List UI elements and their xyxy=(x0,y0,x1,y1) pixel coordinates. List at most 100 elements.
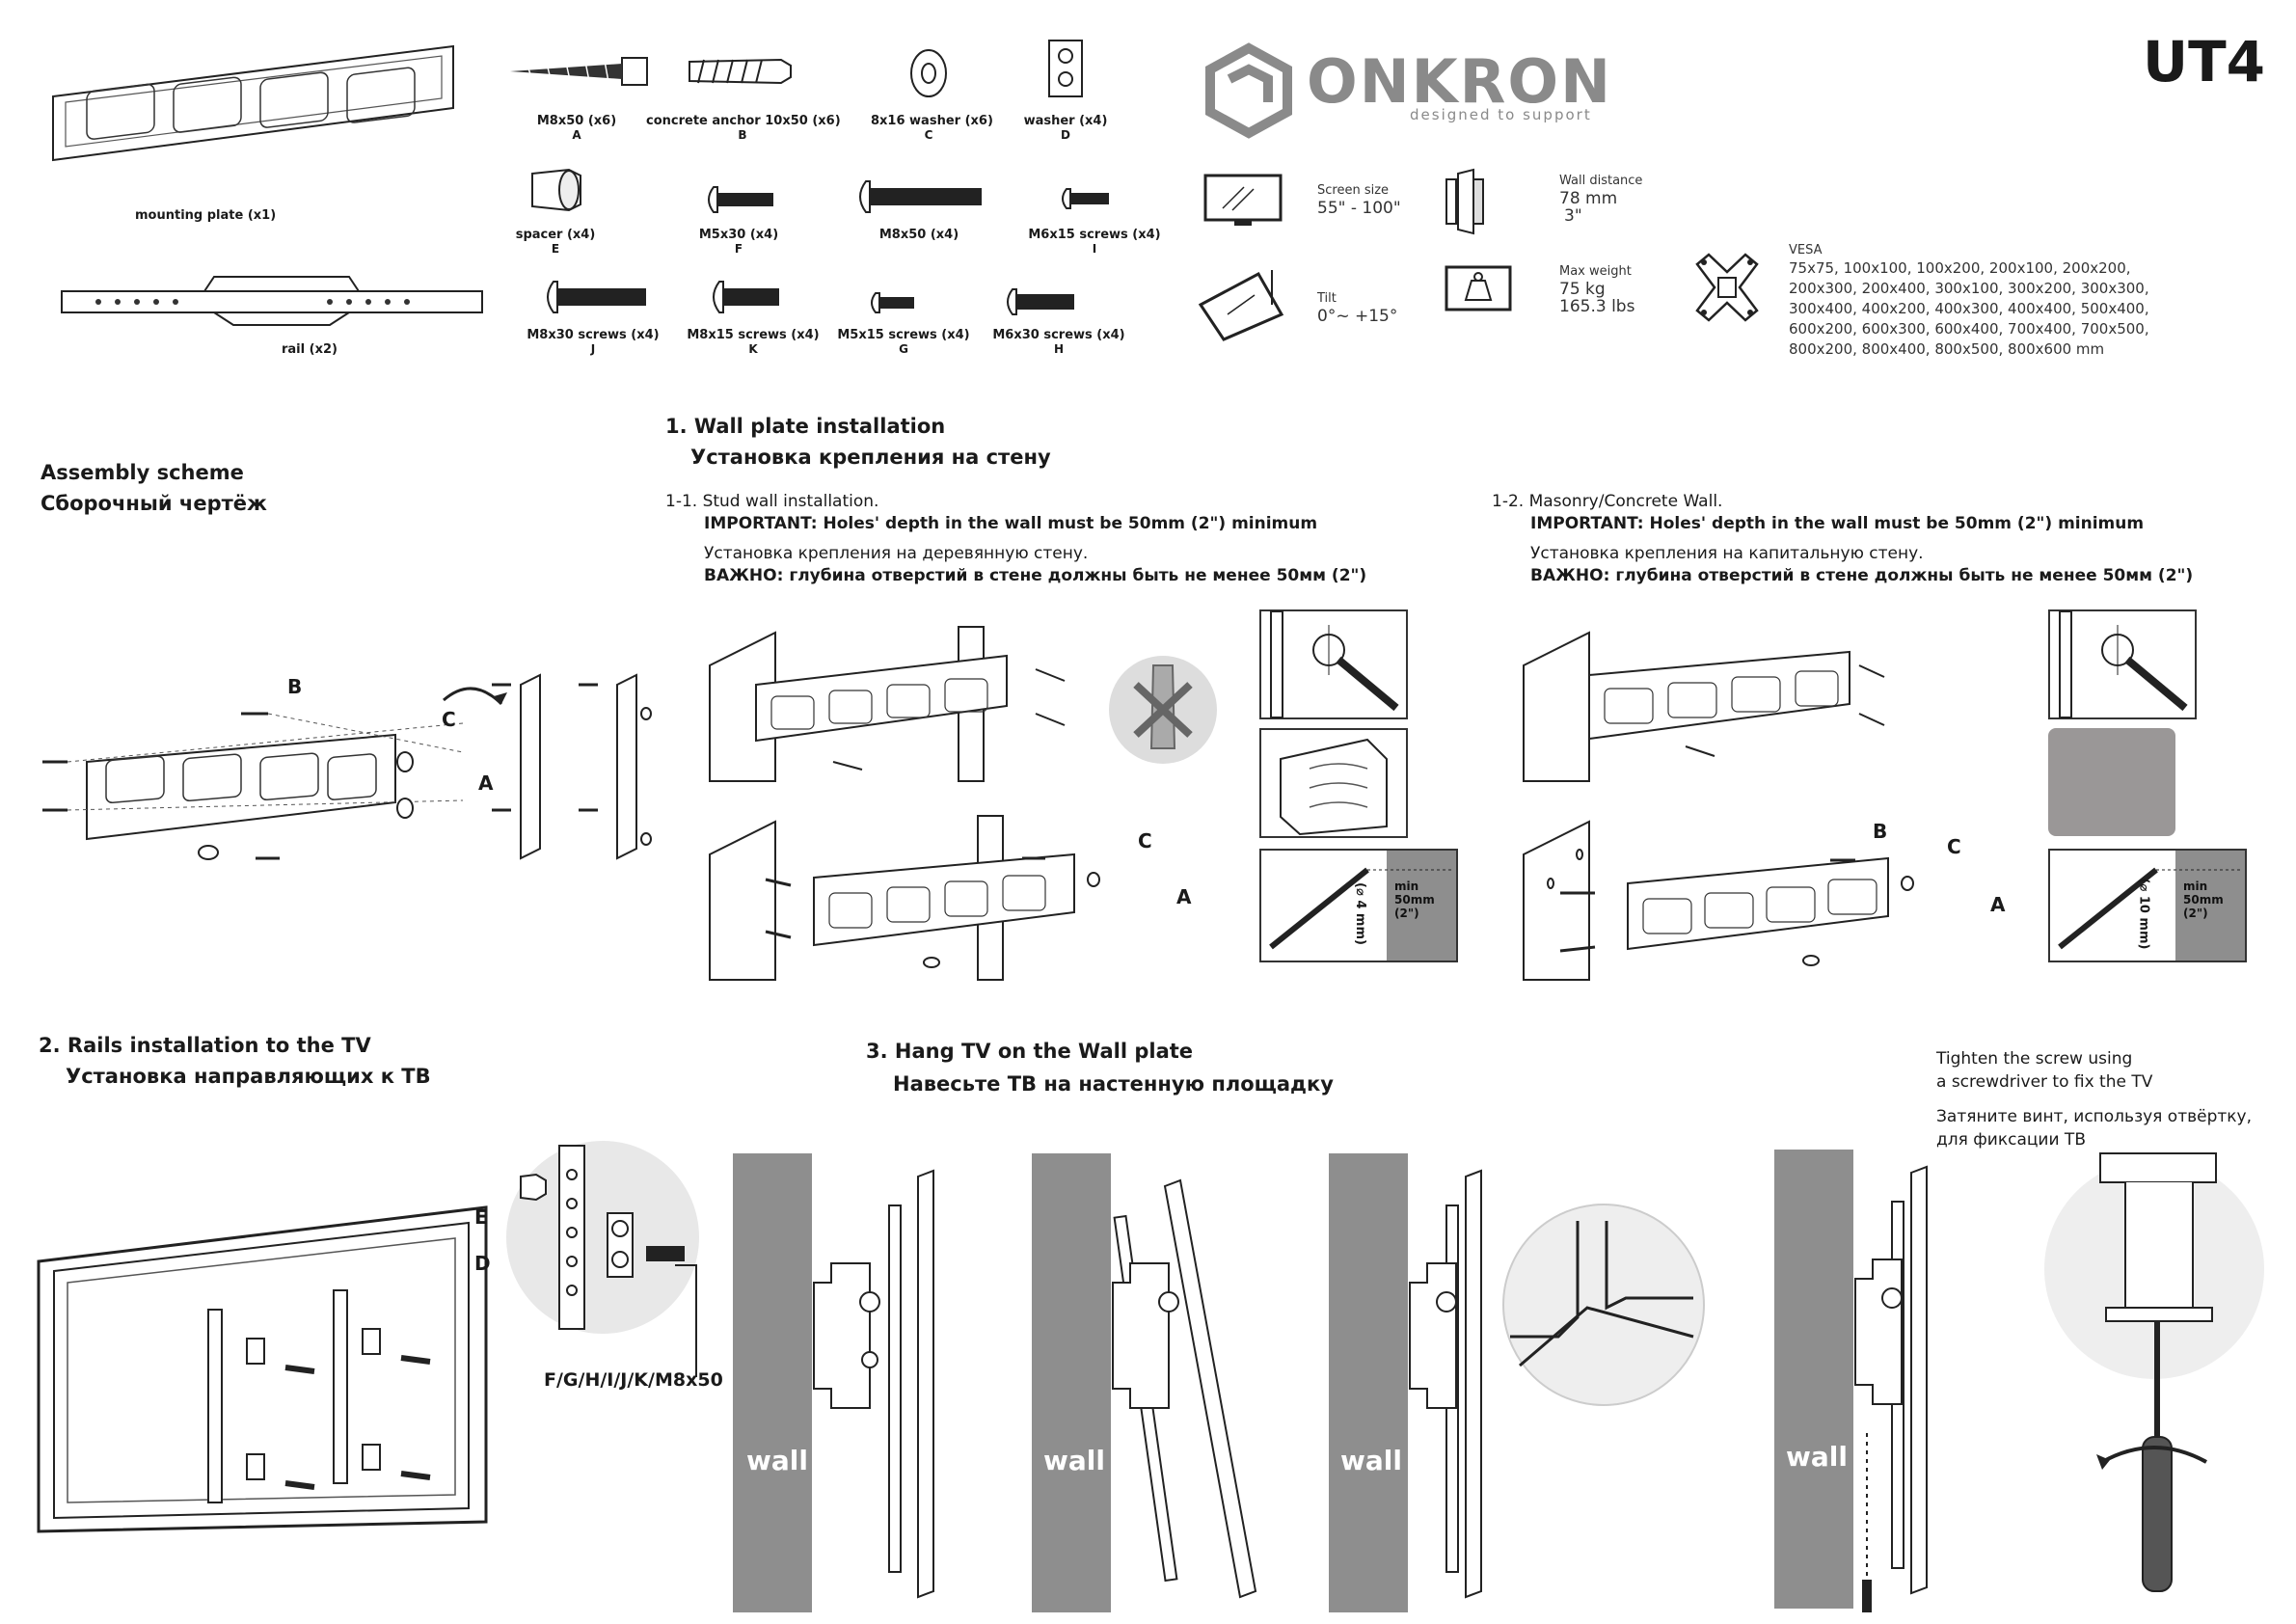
wall-label-step2: wall xyxy=(1043,1445,1105,1476)
m6x15-screw-icon xyxy=(1062,188,1109,209)
section2-title-en: 2. Rails installation to the TV xyxy=(39,1034,371,1057)
assembly-title-ru: Сборочный чертёж xyxy=(41,492,267,515)
stud-depth-in: (2") xyxy=(1394,907,1419,920)
tilt-icon xyxy=(1198,270,1284,341)
spacer-icon xyxy=(531,168,581,212)
assembly-letter-a: A xyxy=(478,771,494,795)
masonry-drill-diameter: (⌀ 10 mm) xyxy=(2136,878,2151,950)
stud-wood-panel xyxy=(1259,728,1408,838)
wall-step2 xyxy=(1032,1153,1111,1612)
hook-detail-zoom xyxy=(1502,1204,1705,1406)
hang-step4-drawing xyxy=(1854,1165,1928,1612)
wall-step3 xyxy=(1329,1153,1408,1612)
screws-label: F/G/H/I/J/K/M8x50 xyxy=(544,1369,723,1391)
wall-label-step1: wall xyxy=(746,1445,808,1476)
part-b-label: concrete anchor 10x50 (x6)B xyxy=(646,114,841,142)
masonry-depth-label: min 50mm (2") xyxy=(2183,880,2224,920)
vesa-line: 300x400, 400x200, 400x300, 400x400, 500x… xyxy=(1789,300,2149,317)
masonry-wall-step1-drawing xyxy=(1523,631,1885,782)
wall-step4 xyxy=(1774,1150,1853,1609)
m8x50-long-screw-icon xyxy=(510,57,648,86)
rail-letter-e: E xyxy=(474,1205,488,1229)
stud-letter-c: C xyxy=(1138,829,1152,853)
stud-wall-step1-drawing xyxy=(709,626,1066,782)
brand-tagline: designed to support xyxy=(1410,106,1592,123)
vesa-line: 75x75, 100x100, 100x200, 200x100, 200x20… xyxy=(1789,259,2131,277)
masonry-drill-panel xyxy=(2048,849,2247,962)
vesa-icon xyxy=(1695,253,1759,322)
masonry-letter-b: B xyxy=(1873,820,1888,843)
m8x30-screw-icon xyxy=(547,281,646,313)
stud-depth-label: min 50mm (2") xyxy=(1394,880,1435,920)
masonry-depth-min: min xyxy=(2183,880,2208,893)
part-f-label: M5x30 (x4)F xyxy=(698,228,779,256)
masonry-ru-important: ВАЖНО: глубина отверстий в стене должны … xyxy=(1530,566,2194,585)
m5x15-screw-icon xyxy=(871,292,914,313)
screw-callout-line xyxy=(675,1264,697,1377)
tighten-en-1: Tighten the screw using xyxy=(1936,1049,2133,1069)
wall-distance-in: 3" xyxy=(1564,206,1582,226)
assembly-title-en: Assembly scheme xyxy=(41,461,244,484)
part-e-label: spacer (x4)E xyxy=(515,228,596,256)
screen-size-icon xyxy=(1203,174,1283,226)
m8x15-screw-icon xyxy=(713,281,779,313)
part-k-label: M8x15 screws (x4)K xyxy=(687,328,820,356)
part-g-label: M5x15 screws (x4)G xyxy=(837,328,970,356)
stud-drill-panel xyxy=(1259,849,1458,962)
section3-title-ru: Навесьте ТВ на настенную площадку xyxy=(893,1072,1334,1096)
stud-mark-panel xyxy=(1259,609,1408,719)
wall-distance-label: Wall distance xyxy=(1559,174,1643,188)
stud-wall-step2-drawing xyxy=(709,815,1100,981)
part-m8x50-label: M8x50 (x4) xyxy=(878,228,959,242)
part-c-label: 8x16 washer (x6)C xyxy=(871,114,993,142)
m6x30-screw-icon xyxy=(1007,288,1074,315)
wall-label-step4: wall xyxy=(1786,1441,1848,1473)
wall-step1 xyxy=(733,1153,812,1612)
max-weight-label: Max weight xyxy=(1559,264,1632,279)
vesa-line: 600x200, 600x300, 600x400, 700x400, 700x… xyxy=(1789,320,2149,338)
screwdriver-zoom xyxy=(2044,1152,2264,1592)
tighten-en-2: a screwdriver to fix the TV xyxy=(1936,1072,2153,1092)
no-anchor-icon xyxy=(1109,656,1217,764)
stud-ru: Установка крепления на деревянную стену. xyxy=(704,544,1089,563)
rail-letter-d: D xyxy=(474,1252,491,1275)
rail-detail-zoom xyxy=(506,1141,699,1334)
tighten-ru-1: Затяните винт, используя отвёртку, xyxy=(1936,1107,2253,1126)
model-title: UT4 xyxy=(2143,29,2266,95)
weight-icon xyxy=(1445,265,1512,311)
part-i-label: M6x15 screws (x4)I xyxy=(1028,228,1161,256)
wall-distance-icon xyxy=(1445,168,1484,235)
rail-label: rail (x2) xyxy=(282,342,338,357)
washer-c-icon xyxy=(910,49,947,97)
concrete-anchor-icon xyxy=(689,58,792,85)
vesa-label: VESA xyxy=(1789,243,1823,257)
wall-distance-mm: 78 mm xyxy=(1559,189,1618,208)
mounting-plate-drawing xyxy=(52,44,454,162)
screen-size-label: Screen size xyxy=(1317,183,1390,198)
hang-step2-drawing xyxy=(1112,1178,1257,1599)
tilt-label: Tilt xyxy=(1317,291,1337,306)
vesa-list: 75x75, 100x100, 100x200, 200x100, 200x20… xyxy=(1789,258,2149,360)
washer-d-icon xyxy=(1048,40,1083,97)
masonry-wall-step2-drawing xyxy=(1523,820,1914,981)
masonry-mark-panel xyxy=(2048,609,2197,719)
masonry-important: IMPORTANT: Holes' depth in the wall must… xyxy=(1530,514,2145,533)
mounting-plate-label: mounting plate (x1) xyxy=(135,208,277,223)
screen-size-value: 55" - 100" xyxy=(1317,199,1401,218)
onkron-logo-icon xyxy=(1205,42,1292,139)
part-j-label: M8x30 screws (x4)J xyxy=(527,328,660,356)
m8x50-screw-icon xyxy=(859,180,982,213)
tv-back-rails-drawing xyxy=(37,1205,488,1533)
part-d-label: washer (x4)D xyxy=(1023,114,1108,142)
part-h-label: M6x30 screws (x4)H xyxy=(992,328,1125,356)
section1-title-en: 1. Wall plate installation xyxy=(665,415,946,438)
section1-title-ru: Установка крепления на стену xyxy=(690,446,1051,469)
hang-step1-drawing xyxy=(813,1169,934,1599)
brand-name: ONKRON xyxy=(1307,46,1612,117)
stud-drill-diameter: (⌀ 4 mm) xyxy=(1352,882,1367,945)
rail-drawing xyxy=(61,276,483,326)
stud-depth-mm: 50mm xyxy=(1394,893,1435,907)
assembly-letter-b: B xyxy=(287,675,303,698)
stud-depth-min: min xyxy=(1394,880,1419,893)
vesa-line: 200x300, 200x400, 300x100, 300x200, 300x… xyxy=(1789,280,2149,297)
